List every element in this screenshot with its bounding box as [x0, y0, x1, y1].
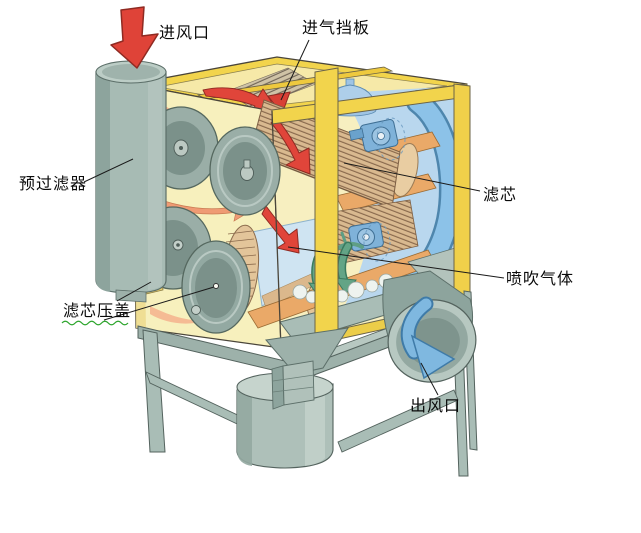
dust-bin-assembly	[236, 327, 349, 469]
label-pre-filter: 预过滤器	[19, 174, 88, 193]
label-intake-baffle: 进气挡板	[302, 18, 371, 37]
leader-intake-baffle	[280, 39, 310, 101]
leader-target-circle	[213, 283, 219, 289]
leader-pre-filter	[83, 158, 134, 183]
label-air-inlet: 进风口	[159, 23, 211, 42]
label-cartridge-cover: 滤芯压盖	[63, 301, 132, 320]
bin-chute	[271, 360, 315, 410]
cover-disc-top-right	[209, 126, 281, 216]
dirty-air-arrow-upper	[270, 116, 311, 175]
label-filter-cartridge: 滤芯	[483, 185, 518, 204]
leader-air-outlet	[420, 362, 439, 396]
leader-filter-cartridge	[343, 162, 481, 192]
filter-cover-discs	[134, 106, 281, 334]
stand-leg-left	[142, 329, 166, 453]
stand-brace-right	[337, 389, 459, 453]
hopper-funnel	[265, 327, 349, 375]
spellcheck-squiggle	[61, 320, 129, 326]
outlet-duct	[382, 270, 477, 383]
leader-lines	[83, 39, 505, 396]
leader-cover-b	[103, 286, 215, 321]
pre-filter-cylinder	[95, 60, 167, 303]
inlet-flow-arrow	[110, 6, 159, 69]
outlet-flow-arrow	[400, 296, 456, 380]
leader-cover-a	[116, 281, 152, 302]
cabinet-top-face	[131, 56, 468, 116]
pulse-valve-upper	[348, 117, 406, 161]
label-pulse-jet-gas: 喷吹气体	[506, 269, 575, 288]
label-air-outlet: 出风口	[410, 396, 462, 415]
leader-pulse-jet-gas	[287, 246, 505, 279]
